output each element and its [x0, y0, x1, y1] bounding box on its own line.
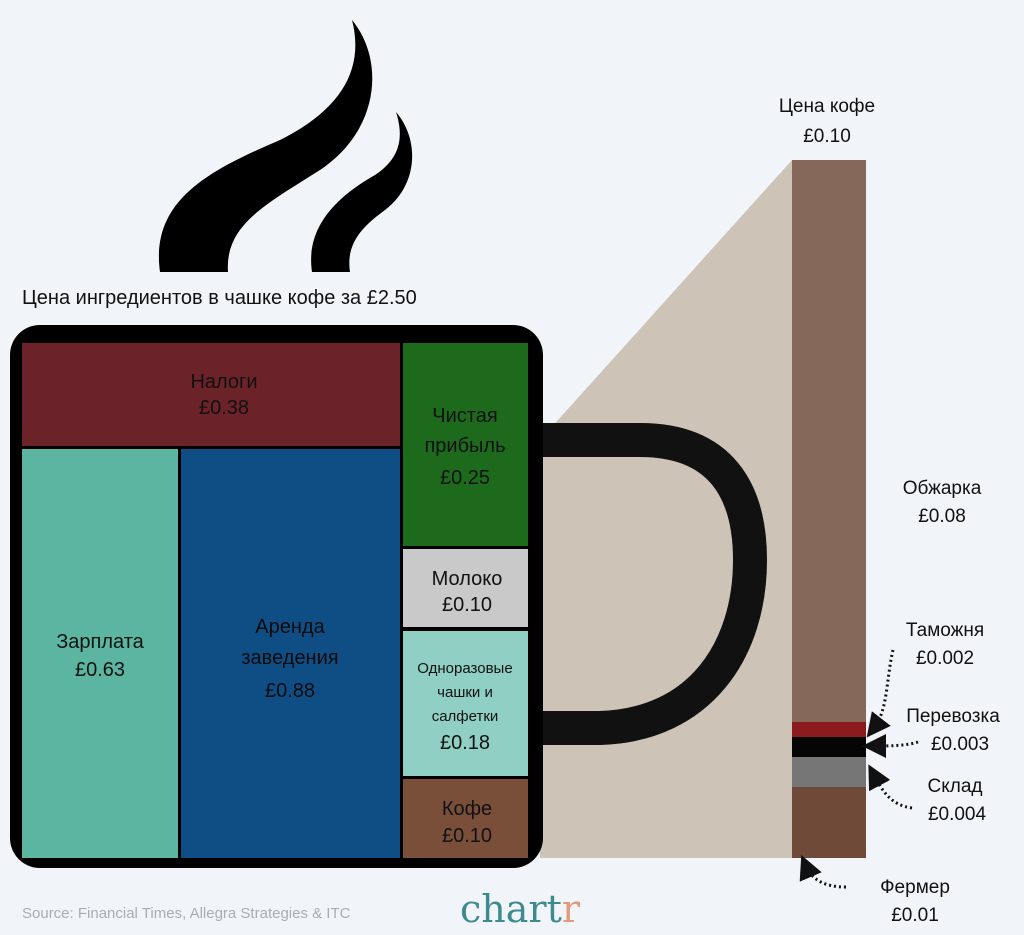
- label-cups-3: салфетки: [432, 708, 499, 725]
- arrow-warehouse: [868, 764, 913, 810]
- bar-transport: [792, 737, 866, 757]
- label-profit-1: Чистая: [432, 405, 497, 427]
- bar-roasting: [792, 160, 866, 722]
- label-taxes: Налоги: [190, 371, 257, 393]
- coffee-price-title: Цена кофе: [779, 96, 875, 117]
- segment-milk: [403, 549, 528, 627]
- segment-profit: [403, 343, 528, 546]
- label-roasting: Обжарка: [903, 478, 982, 499]
- value-coffee: £0.10: [442, 825, 492, 847]
- bar-customs: [792, 722, 866, 737]
- label-salary: Зарплата: [56, 631, 144, 653]
- value-customs: £0.002: [916, 648, 974, 669]
- cup-segments: [22, 343, 528, 858]
- label-transport: Перевозка: [906, 706, 1000, 727]
- segment-coffee: [403, 779, 528, 858]
- label-warehouse: Склад: [928, 776, 983, 797]
- label-rent-2: заведения: [241, 647, 338, 669]
- label-cups-1: Одноразовые: [417, 660, 512, 677]
- arrow-transport: [862, 733, 919, 758]
- value-taxes: £0.38: [199, 397, 249, 419]
- coffee-breakdown-bar: [792, 160, 866, 858]
- label-customs: Таможня: [906, 620, 984, 641]
- label-coffee: Кофе: [442, 798, 492, 820]
- arrow-customs: [866, 649, 895, 738]
- logo-main: chart: [460, 887, 562, 931]
- value-farmer: £0.01: [891, 905, 939, 926]
- value-profit: £0.25: [440, 467, 490, 489]
- arrow-farmer: [799, 854, 847, 889]
- bar-farmer: [792, 787, 866, 858]
- coffee-price-value: £0.10: [803, 126, 851, 147]
- logo-end: r: [562, 887, 581, 931]
- segment-rent: [181, 449, 400, 858]
- value-rent: £0.88: [265, 680, 315, 702]
- source-note: Source: Financial Times, Allegra Strateg…: [22, 905, 351, 922]
- value-cups: £0.18: [440, 732, 490, 754]
- label-farmer: Фермер: [880, 877, 950, 898]
- steam-left-icon: [158, 20, 373, 272]
- label-profit-2: прибыль: [424, 435, 505, 457]
- chartr-logo: chartr: [460, 887, 581, 931]
- value-warehouse: £0.004: [928, 804, 987, 825]
- value-transport: £0.003: [931, 734, 989, 755]
- value-milk: £0.10: [442, 594, 492, 616]
- label-rent-1: Аренда: [255, 616, 325, 638]
- value-roasting: £0.08: [918, 506, 966, 527]
- label-cups-2: чашки и: [437, 684, 493, 701]
- value-salary: £0.63: [75, 659, 125, 681]
- zoom-projection: [540, 160, 792, 858]
- segment-salary: [22, 449, 178, 858]
- segment-cups: [403, 631, 528, 776]
- steam-right-icon: [311, 112, 413, 272]
- mug-handle: [535, 423, 768, 745]
- label-milk: Молоко: [432, 568, 503, 590]
- bar-warehouse: [792, 757, 866, 787]
- segment-taxes: [22, 343, 400, 446]
- chart-title: Цена ингредиентов в чашке кофе за £2.50: [22, 287, 417, 309]
